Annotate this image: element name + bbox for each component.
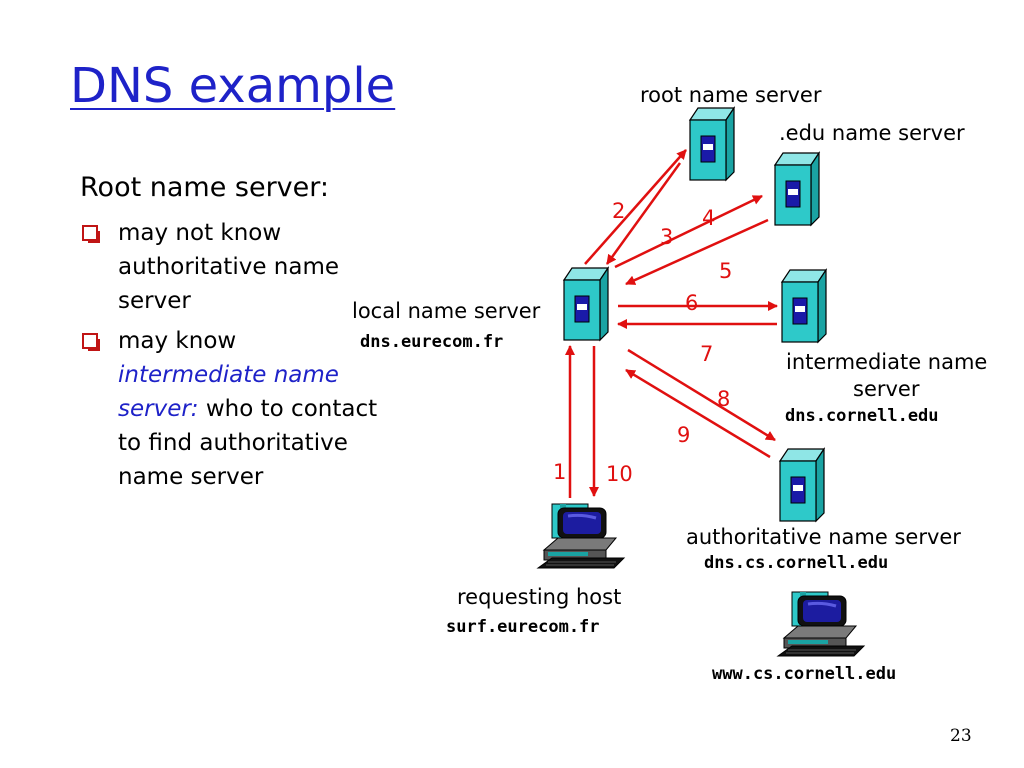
requesting-host-label: requesting host	[457, 585, 622, 609]
bullet-item: may know intermediate name server: who t…	[80, 324, 380, 494]
intermediate-server-label-2: server	[853, 377, 920, 401]
page-number: 23	[950, 726, 972, 746]
requesting-host-address: surf.eurecom.fr	[446, 617, 600, 637]
step-number-2: 2	[612, 199, 626, 223]
bullet-text-suffix: who to contact to find authoritative nam…	[118, 396, 378, 490]
arrow-step-8	[627, 348, 776, 442]
arrow-step-2	[584, 149, 687, 265]
step-number-9: 9	[677, 423, 691, 447]
edu-server-label: .edu name server	[779, 121, 965, 145]
arrow-step-9	[625, 368, 771, 459]
edu-server-icon	[774, 152, 820, 226]
bullet-emphasis: intermediate name server:	[118, 362, 339, 422]
requesting-host-icon	[536, 502, 626, 570]
authoritative-server-host: dns.cs.cornell.edu	[704, 553, 889, 573]
root-server-icon	[689, 107, 735, 181]
slide-title: DNS example	[70, 58, 396, 114]
step-number-3: 3	[660, 225, 674, 249]
section-heading: Root name server:	[80, 172, 329, 203]
bullet-text-prefix: may know	[118, 328, 237, 354]
intermediate-server-host: dns.cornell.edu	[785, 406, 939, 426]
step-number-10: 10	[606, 462, 633, 486]
arrow-step-5	[625, 218, 769, 286]
step-number-5: 5	[719, 259, 733, 283]
bullet-list: may not know authoritative name server m…	[80, 216, 380, 500]
local-server-icon	[563, 267, 609, 341]
root-server-label: root name server	[640, 83, 822, 107]
arrow-step-4	[614, 194, 763, 269]
authoritative-server-label: authoritative name server	[686, 525, 961, 549]
bullet-text: may not know authoritative name server	[118, 220, 340, 314]
bullet-item: may not know authoritative name server	[80, 216, 380, 318]
step-number-1: 1	[553, 460, 567, 484]
authoritative-server-icon	[779, 448, 825, 522]
step-number-8: 8	[717, 387, 731, 411]
bullet-box-icon	[82, 225, 100, 243]
step-number-7: 7	[700, 342, 714, 366]
bullet-box-icon	[82, 333, 100, 351]
intermediate-server-label: intermediate name	[786, 350, 988, 374]
arrow-step-3	[605, 162, 682, 265]
local-server-host: dns.eurecom.fr	[360, 332, 504, 352]
step-number-4: 4	[702, 206, 716, 230]
web-host-address: www.cs.cornell.edu	[712, 664, 897, 684]
web-host-icon	[776, 590, 866, 658]
local-server-label: local name server	[352, 299, 541, 323]
intermediate-server-icon	[781, 269, 827, 343]
step-number-6: 6	[685, 291, 699, 315]
